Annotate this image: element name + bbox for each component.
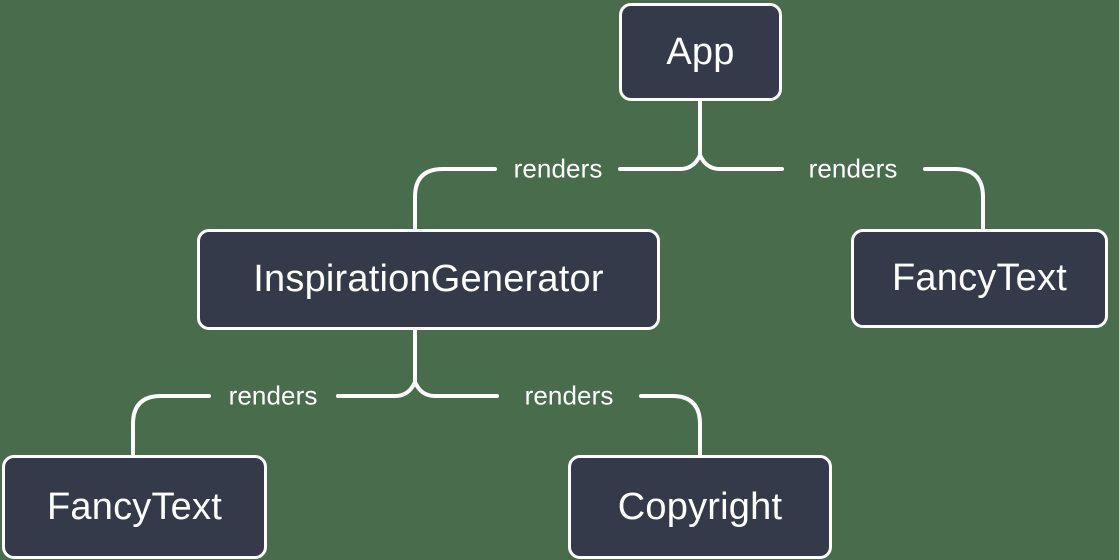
wire-inspgen-to-fancyleft-b: [131, 394, 211, 457]
node-copyright[interactable]: Copyright: [568, 455, 832, 559]
wire-app-to-inspgen-b: [413, 167, 497, 231]
node-copyright-label: Copyright: [617, 485, 783, 528]
node-app[interactable]: App: [619, 3, 782, 101]
wire-inspgen-to-fancyleft-a: [336, 380, 417, 398]
node-fancytext-left[interactable]: FancyText: [2, 455, 267, 559]
node-fancytext-left-label: FancyText: [47, 485, 222, 528]
edge-label-inspiration-generator-to-fancytext-left: renders: [228, 380, 318, 411]
node-app-label: App: [666, 30, 735, 73]
node-fancytext-right-label: FancyText: [892, 257, 1067, 299]
wire-app-to-fancyright-b: [923, 167, 985, 231]
wire-inspgen-to-copyright-a: [413, 380, 499, 398]
edge-label-inspiration-generator-to-copyright: renders: [524, 380, 614, 411]
edge-label-app-to-inspiration-generator: renders: [513, 153, 603, 184]
node-fancytext-right[interactable]: FancyText: [851, 229, 1108, 328]
node-inspiration-generator[interactable]: InspirationGenerator: [197, 229, 660, 330]
edge-label-app-to-fancytext-right: renders: [808, 153, 898, 184]
wire-app-to-fancyright-a: [698, 153, 784, 171]
wire-app-to-inspgen-a: [618, 153, 702, 171]
wire-inspgen-to-copyright-b: [639, 394, 702, 457]
node-inspiration-generator-label: InspirationGenerator: [253, 258, 604, 300]
